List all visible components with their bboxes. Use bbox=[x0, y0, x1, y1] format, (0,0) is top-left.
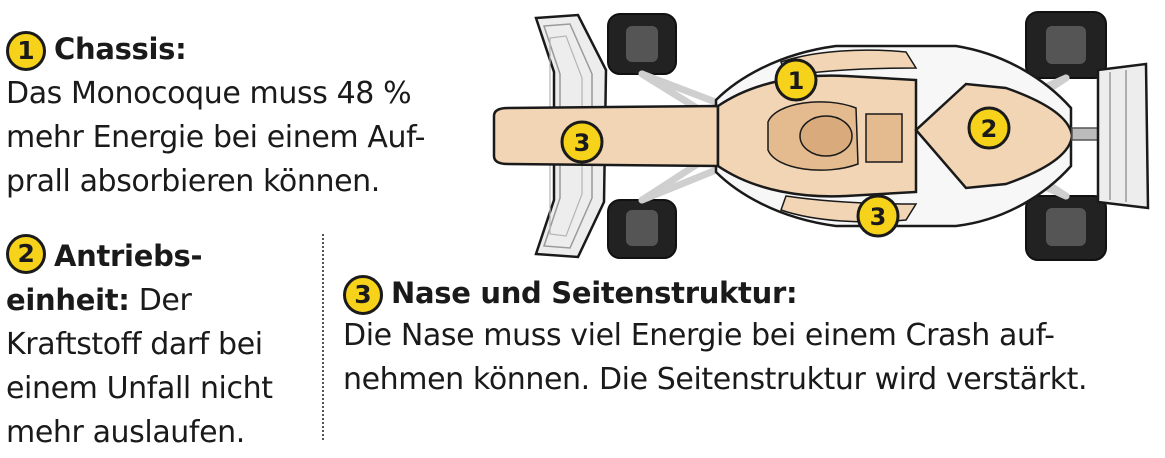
nose-side-line-2: nehmen können. Die Seitenstruktur wird v… bbox=[343, 362, 1088, 397]
chassis-line-1: Das Monocoque muss 48 % bbox=[6, 76, 412, 111]
power-unit-inline-text: Der bbox=[129, 283, 192, 318]
number-badge-3: 3 bbox=[343, 274, 383, 315]
heading-nose-side: Nase und Seitenstruktur: bbox=[391, 276, 798, 310]
label-chassis: 1 bbox=[774, 58, 818, 102]
driver-helmet bbox=[799, 115, 853, 157]
power-unit-heading-line-2: einheit: Der bbox=[6, 278, 318, 323]
heading-chassis: Chassis: bbox=[54, 32, 187, 66]
f1-car-diagram: 1 2 3 3 bbox=[492, 11, 1150, 261]
nose-side-line-1: Die Nase muss viel Energie bei einem Cra… bbox=[343, 318, 1055, 353]
chassis-line-3: prall absorbieren können. bbox=[6, 164, 380, 199]
svg-text:1: 1 bbox=[788, 67, 805, 95]
power-unit-line-2: einem Unfall nicht bbox=[6, 371, 273, 406]
power-unit-line-3: mehr auslaufen. bbox=[6, 415, 245, 450]
chassis-line-2: mehr Energie bei einem Auf- bbox=[6, 120, 426, 155]
svg-text:2: 2 bbox=[981, 115, 998, 143]
dotted-divider bbox=[322, 234, 324, 440]
heading-power-unit-part-2: einheit: bbox=[6, 283, 130, 317]
heading-power-unit-part-1: Antriebs- bbox=[54, 239, 203, 273]
number-badge-2: 2 bbox=[6, 233, 46, 274]
number-badge-1: 1 bbox=[6, 30, 46, 71]
nose-structure bbox=[492, 104, 720, 168]
label-power-unit: 2 bbox=[967, 106, 1011, 150]
rear-wing bbox=[1096, 62, 1150, 210]
label-nose: 3 bbox=[560, 120, 604, 164]
power-unit-line-1: Kraftstoff darf bei bbox=[6, 327, 263, 362]
label-side-structure: 3 bbox=[856, 194, 900, 238]
svg-text:3: 3 bbox=[574, 129, 591, 157]
svg-text:3: 3 bbox=[870, 203, 887, 231]
